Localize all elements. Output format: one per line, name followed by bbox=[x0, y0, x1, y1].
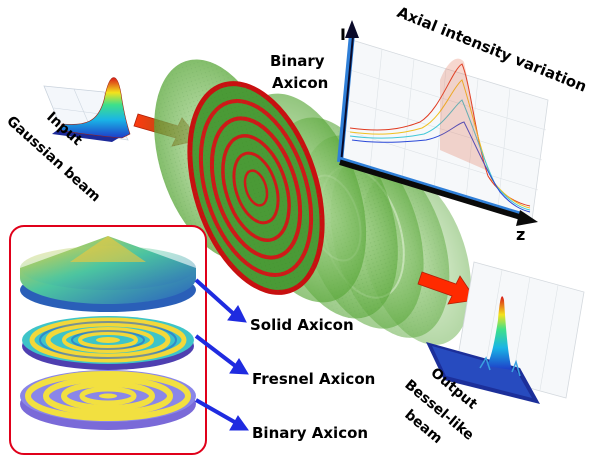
axicon-disk-stack bbox=[154, 59, 472, 345]
output-arrow-icon bbox=[417, 271, 477, 305]
solid-axicon-icon bbox=[20, 236, 196, 312]
binary-axicon-disk bbox=[187, 81, 325, 295]
axial-intensity-plot-icon bbox=[337, 20, 549, 226]
bessel-beam-plot-icon bbox=[426, 261, 585, 404]
binary-axicon-top-label-line2: Axicon bbox=[272, 74, 328, 92]
fresnel-axicon-label: Fresnel Axicon bbox=[252, 370, 375, 388]
binary-axicon-top-label-line1: Binary bbox=[270, 52, 325, 70]
binary-axicon-icon bbox=[20, 370, 196, 430]
legend-arrow-icon bbox=[194, 278, 249, 431]
axis-i-label: I bbox=[340, 25, 346, 44]
axis-z-label: z bbox=[516, 225, 525, 244]
axicon-legend-box bbox=[9, 225, 249, 455]
fresnel-axicon-icon bbox=[22, 316, 194, 370]
binary-axicon-legend-label: Binary Axicon bbox=[252, 424, 368, 442]
gaussian-beam-plot-icon bbox=[43, 77, 131, 142]
solid-axicon-label: Solid Axicon bbox=[250, 316, 354, 334]
